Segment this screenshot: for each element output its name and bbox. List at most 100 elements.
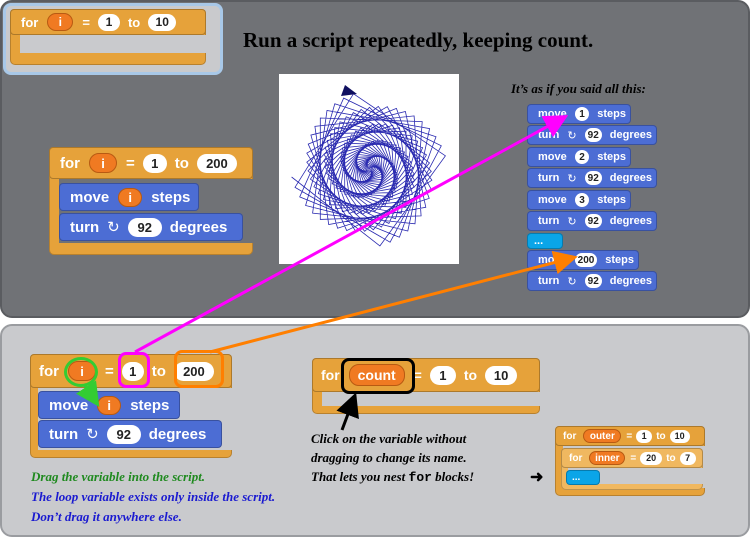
steps-keyword: steps bbox=[130, 396, 170, 414]
inner-for-header[interactable]: for inner = 20 to 7 bbox=[561, 448, 703, 468]
turn-keyword: turn bbox=[538, 129, 560, 141]
expanded-move-200[interactable]: move 200 steps bbox=[527, 250, 639, 270]
lower-turn-block[interactable]: turn ↻ 92 degrees bbox=[38, 420, 222, 448]
turn-clockwise-icon: ↻ bbox=[86, 426, 99, 443]
main-for-header[interactable]: for i = 1 to 200 bbox=[49, 147, 253, 179]
to-keyword: to bbox=[656, 430, 666, 442]
inner-to-input[interactable]: 7 bbox=[679, 451, 696, 465]
main-move-block[interactable]: move i steps bbox=[59, 183, 199, 211]
outer-for-header[interactable]: for outer = 1 to 10 bbox=[555, 426, 705, 446]
expanded-move-3[interactable]: move 3 steps bbox=[527, 190, 631, 210]
equals-sign: = bbox=[82, 14, 90, 30]
degrees-keyword: degrees bbox=[609, 275, 652, 287]
count-c-slot bbox=[322, 392, 540, 406]
angle-input[interactable]: 92 bbox=[584, 214, 602, 228]
inner-c-slot bbox=[568, 468, 703, 484]
expanded-turn-3[interactable]: turn ↻ 92 degrees bbox=[527, 211, 657, 231]
click-note-3-post: blocks! bbox=[431, 469, 475, 484]
steps-keyword: steps bbox=[605, 254, 634, 266]
to-keyword: to bbox=[463, 367, 478, 383]
from-input[interactable]: 1 bbox=[142, 153, 167, 173]
page-title: Run a script repeatedly, keeping count. bbox=[243, 28, 594, 52]
expanded-move-1[interactable]: move 1 steps bbox=[527, 104, 631, 124]
snippet-for-header[interactable]: for i = 1 to 10 bbox=[10, 9, 206, 35]
click-note-3: That lets you nest for blocks! bbox=[311, 469, 474, 485]
move-keyword: move bbox=[538, 194, 567, 206]
steps-keyword: steps bbox=[597, 151, 626, 163]
expanded-move-2[interactable]: move 2 steps bbox=[527, 147, 631, 167]
variable-reporter[interactable]: i bbox=[118, 187, 143, 207]
degrees-keyword: degrees bbox=[609, 172, 652, 184]
equals-sign: = bbox=[630, 452, 637, 464]
for-code: for bbox=[408, 470, 432, 485]
ellipsis-text: ... bbox=[534, 235, 544, 247]
expanded-turn-2[interactable]: turn ↻ 92 degrees bbox=[527, 168, 657, 188]
equals-sign: = bbox=[626, 430, 633, 442]
equals-sign: = bbox=[413, 367, 422, 383]
steps-input[interactable]: 3 bbox=[574, 193, 590, 207]
steps-input[interactable]: 2 bbox=[574, 150, 590, 164]
main-turn-block[interactable]: turn ↻ 92 degrees bbox=[59, 213, 243, 241]
loop-variable[interactable]: i bbox=[89, 153, 117, 173]
steps-keyword: steps bbox=[151, 188, 191, 206]
angle-input[interactable]: 92 bbox=[584, 171, 602, 185]
to-keyword: to bbox=[666, 452, 676, 464]
move-keyword: move bbox=[49, 396, 89, 414]
angle-input[interactable]: 92 bbox=[127, 217, 162, 237]
turn-clockwise-icon: ↻ bbox=[107, 219, 120, 236]
for-keyword: for bbox=[321, 367, 340, 383]
for-keyword: for bbox=[569, 452, 583, 464]
expanded-ellipsis: ... bbox=[527, 233, 563, 249]
count-for-header[interactable]: for count = 1 to 10 bbox=[312, 358, 540, 392]
for-keyword: for bbox=[60, 154, 80, 172]
click-note-1: Click on the variable without bbox=[311, 431, 467, 446]
to-input[interactable]: 200 bbox=[173, 361, 214, 381]
expanded-heading: It’s as if you said all this: bbox=[511, 81, 646, 96]
to-input[interactable]: 10 bbox=[485, 365, 518, 385]
from-input[interactable]: 1 bbox=[97, 13, 120, 31]
orange-highlight-ring bbox=[174, 350, 224, 388]
black-highlight-ring bbox=[341, 358, 415, 394]
scope-note-1: The loop variable exists only inside the… bbox=[31, 489, 276, 504]
turtle-sprite-icon bbox=[341, 85, 357, 96]
from-input[interactable]: 1 bbox=[121, 361, 144, 381]
to-input[interactable]: 200 bbox=[196, 153, 237, 173]
outer-from-input[interactable]: 1 bbox=[636, 429, 653, 443]
outer-to-input[interactable]: 10 bbox=[669, 429, 690, 443]
equals-sign: = bbox=[126, 154, 135, 172]
turn-clockwise-icon: ↻ bbox=[567, 275, 577, 288]
lower-move-block[interactable]: move i steps bbox=[38, 391, 180, 419]
click-note-3-pre: That lets you nest bbox=[311, 469, 409, 484]
for-keyword: for bbox=[563, 430, 577, 442]
to-keyword: to bbox=[174, 154, 189, 172]
degrees-keyword: degrees bbox=[169, 218, 228, 236]
right-arrow-icon: ➜ bbox=[530, 469, 544, 486]
angle-input[interactable]: 92 bbox=[106, 424, 141, 444]
loop-variable[interactable]: i bbox=[47, 13, 74, 31]
variable-reporter[interactable]: i bbox=[97, 395, 122, 415]
spiral-drawing bbox=[279, 74, 459, 264]
from-input[interactable]: 1 bbox=[429, 365, 456, 385]
move-keyword: move bbox=[538, 151, 567, 163]
expanded-turn-200[interactable]: turn ↻ 92 degrees bbox=[527, 271, 657, 291]
angle-input[interactable]: 92 bbox=[584, 128, 602, 142]
angle-input[interactable]: 92 bbox=[584, 274, 602, 288]
outer-variable[interactable]: outer bbox=[583, 429, 622, 443]
turn-keyword: turn bbox=[538, 215, 560, 227]
scope-note-2: Don’t drag it anywhere else. bbox=[31, 509, 182, 524]
to-input[interactable]: 10 bbox=[148, 13, 177, 31]
equals-sign: = bbox=[105, 362, 114, 380]
steps-input[interactable]: 200 bbox=[574, 253, 598, 267]
inner-variable[interactable]: inner bbox=[589, 451, 626, 465]
for-keyword: for bbox=[39, 362, 59, 380]
steps-input[interactable]: 1 bbox=[574, 107, 590, 121]
expanded-turn-1[interactable]: turn ↻ 92 degrees bbox=[527, 125, 657, 145]
move-keyword: move bbox=[538, 254, 567, 266]
click-note-2: dragging to change its name. bbox=[311, 450, 467, 465]
steps-keyword: steps bbox=[597, 194, 626, 206]
turn-clockwise-icon: ↻ bbox=[567, 172, 577, 185]
turn-keyword: turn bbox=[538, 275, 560, 287]
inner-from-input[interactable]: 20 bbox=[640, 451, 663, 465]
loop-variable-count[interactable]: count bbox=[348, 364, 405, 386]
magenta-highlight-ring bbox=[118, 352, 150, 388]
